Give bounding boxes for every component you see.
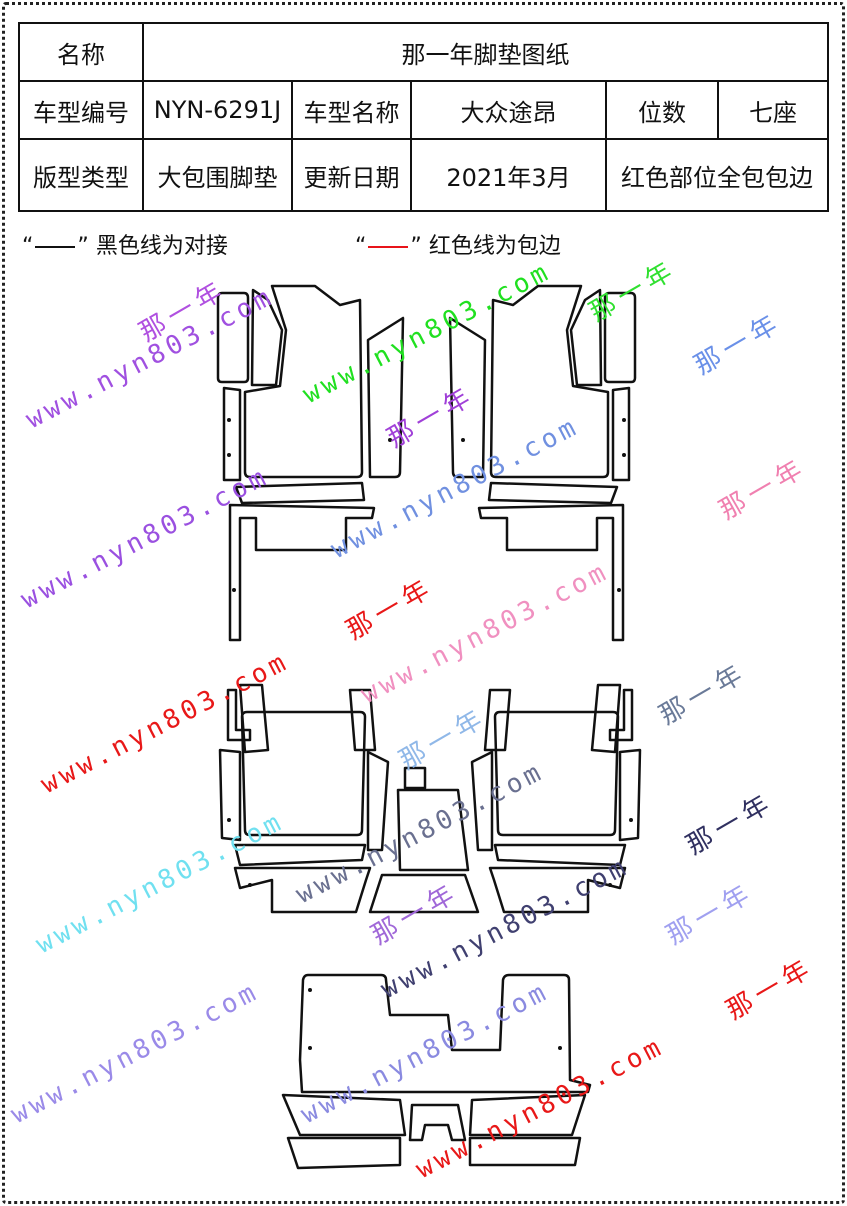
mat-piece-center <box>396 788 470 872</box>
model-name-label: 车型名称 <box>291 80 412 140</box>
mat-piece <box>286 1136 402 1170</box>
mat-piece <box>250 288 284 387</box>
table-row: 名称 那一年脚垫图纸 <box>18 22 829 82</box>
mat-piece <box>233 866 372 914</box>
mat-piece <box>366 316 405 479</box>
mat-piece <box>243 284 364 479</box>
mat-piece-center <box>403 766 427 790</box>
style-label: 版型类型 <box>18 138 144 212</box>
quote-close: ” <box>410 234 422 259</box>
mat-piece <box>366 750 390 852</box>
mat-piece <box>240 710 367 837</box>
legend-black: “ ” 黑色线为对接 <box>22 228 228 260</box>
mat-piece <box>408 1103 467 1142</box>
table-row: 版型类型 大包围脚垫 更新日期 2021年3月 红色部位全包包边 <box>18 138 829 212</box>
mat-piece <box>468 1093 587 1137</box>
legend-red: “ ” 红色线为包边 <box>355 228 561 260</box>
model-code-label: 车型编号 <box>18 80 144 140</box>
mat-piece <box>298 973 592 1094</box>
mat-piece <box>468 1136 582 1167</box>
mat-piece <box>281 1093 407 1137</box>
quote-open: “ <box>22 234 34 259</box>
table-row: 车型编号 NYN-6291J 车型名称 大众途昂 位数 七座 <box>18 80 829 140</box>
style-value: 大包围脚垫 <box>142 138 293 212</box>
black-line-sample <box>35 246 76 248</box>
mat-piece <box>222 386 242 482</box>
update-label: 更新日期 <box>291 138 412 212</box>
name-label: 名称 <box>18 22 144 82</box>
red-line-sample <box>368 246 409 248</box>
mat-piece <box>348 688 377 752</box>
seats-value: 七座 <box>717 80 829 140</box>
name-value: 那一年脚垫图纸 <box>142 22 829 82</box>
row1-left-mats <box>216 284 405 642</box>
model-name-value: 大众途昂 <box>410 80 607 140</box>
model-code-value: NYN-6291J <box>142 80 293 140</box>
spec-table: 名称 那一年脚垫图纸 车型编号 NYN-6291J 车型名称 大众途昂 位数 七… <box>18 22 829 212</box>
mat-piece-center <box>368 873 480 914</box>
note-value: 红色部位全包包边 <box>605 138 829 212</box>
mat-piece <box>238 683 270 754</box>
quote-close: ” <box>77 234 89 259</box>
row2-right-mats <box>470 683 642 914</box>
mat-piece <box>218 748 242 842</box>
mat-piece <box>228 503 376 642</box>
update-value: 2021年3月 <box>410 138 607 212</box>
seats-label: 位数 <box>605 80 719 140</box>
mat-piece <box>216 291 250 384</box>
row3-mats <box>281 973 592 1170</box>
row1-right-mats <box>448 284 637 642</box>
row2-left-mats <box>218 683 390 914</box>
mat-piece <box>233 843 367 867</box>
mat-piece <box>234 481 366 505</box>
quote-open: “ <box>355 234 367 259</box>
mat-piece <box>226 688 252 742</box>
legend-red-text: 红色线为包边 <box>428 234 561 259</box>
legend-black-text: 黑色线为对接 <box>95 234 228 259</box>
